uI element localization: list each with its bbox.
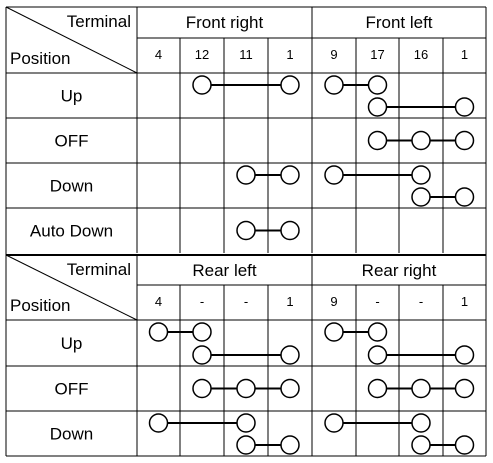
- terminal-number: 4: [155, 47, 162, 62]
- continuity-node: [236, 378, 256, 399]
- continuity-node: [280, 345, 300, 365]
- continuity-node: [148, 413, 169, 433]
- terminal-number: -: [200, 294, 204, 309]
- continuity-node: [324, 413, 344, 433]
- corner-terminal-label: Terminal: [67, 260, 131, 279]
- continuity-node: [280, 435, 300, 455]
- continuity-node: [454, 378, 475, 399]
- continuity-node: [280, 220, 300, 241]
- continuity-node: [324, 322, 344, 342]
- continuity-node: [236, 220, 256, 241]
- table-grid: [5, 6, 487, 457]
- group-title: Front left: [365, 13, 432, 32]
- continuity-node: [367, 97, 388, 117]
- corner-position-label: Position: [10, 296, 70, 315]
- continuity-node: [411, 165, 431, 185]
- continuity-node: [367, 75, 388, 95]
- terminal-number: 12: [195, 47, 209, 62]
- continuity-node: [454, 130, 475, 151]
- terminal-number: -: [375, 294, 379, 309]
- group-title: Rear right: [362, 261, 437, 280]
- terminal-number: 9: [330, 47, 337, 62]
- continuity-node: [411, 378, 431, 399]
- terminal-number: 16: [414, 47, 428, 62]
- continuity-node: [280, 378, 300, 399]
- terminal-number: 17: [370, 47, 384, 62]
- continuity-node: [454, 345, 475, 365]
- continuity-node: [367, 345, 388, 365]
- continuity-node: [280, 165, 300, 185]
- continuity-node: [192, 345, 212, 365]
- terminal-number: 1: [286, 294, 293, 309]
- terminal-number: 1: [286, 47, 293, 62]
- continuity-node: [411, 187, 431, 207]
- continuity-node: [192, 75, 212, 95]
- continuity-node: [236, 165, 256, 185]
- position-label: Auto Down: [30, 222, 113, 241]
- corner-position-label: Position: [10, 49, 70, 68]
- continuity-node: [192, 322, 212, 342]
- continuity-node: [324, 75, 344, 95]
- continuity-node: [454, 435, 475, 455]
- continuity-node: [411, 435, 431, 455]
- continuity-node: [236, 413, 256, 433]
- continuity-node: [411, 130, 431, 151]
- terminal-number: 11: [239, 47, 253, 62]
- corner-diagonal: [5, 6, 138, 74]
- continuity-node: [367, 378, 388, 399]
- terminal-number: -: [244, 294, 248, 309]
- continuity-node: [148, 322, 169, 342]
- continuity-links: [148, 75, 475, 455]
- continuity-node: [236, 435, 256, 455]
- group-title: Front right: [186, 13, 264, 32]
- position-label: OFF: [55, 132, 89, 151]
- corner-terminal-label: Terminal: [67, 12, 131, 31]
- position-label: Up: [61, 87, 83, 106]
- continuity-node: [324, 165, 344, 185]
- continuity-node: [192, 378, 212, 399]
- terminal-number: 1: [461, 294, 468, 309]
- terminal-number: -: [419, 294, 423, 309]
- corner-diagonal: [5, 254, 138, 321]
- position-label: OFF: [55, 380, 89, 399]
- continuity-node: [454, 187, 475, 207]
- position-label: Down: [50, 177, 93, 196]
- terminal-number: 1: [461, 47, 468, 62]
- position-label: Down: [50, 425, 93, 444]
- continuity-node: [411, 413, 431, 433]
- terminal-number: 9: [330, 294, 337, 309]
- continuity-node: [367, 130, 388, 151]
- position-label: Up: [61, 334, 83, 353]
- continuity-node: [367, 322, 388, 342]
- continuity-node: [280, 75, 300, 95]
- terminal-number: 4: [155, 294, 162, 309]
- continuity-node: [454, 97, 475, 117]
- group-title: Rear left: [192, 261, 257, 280]
